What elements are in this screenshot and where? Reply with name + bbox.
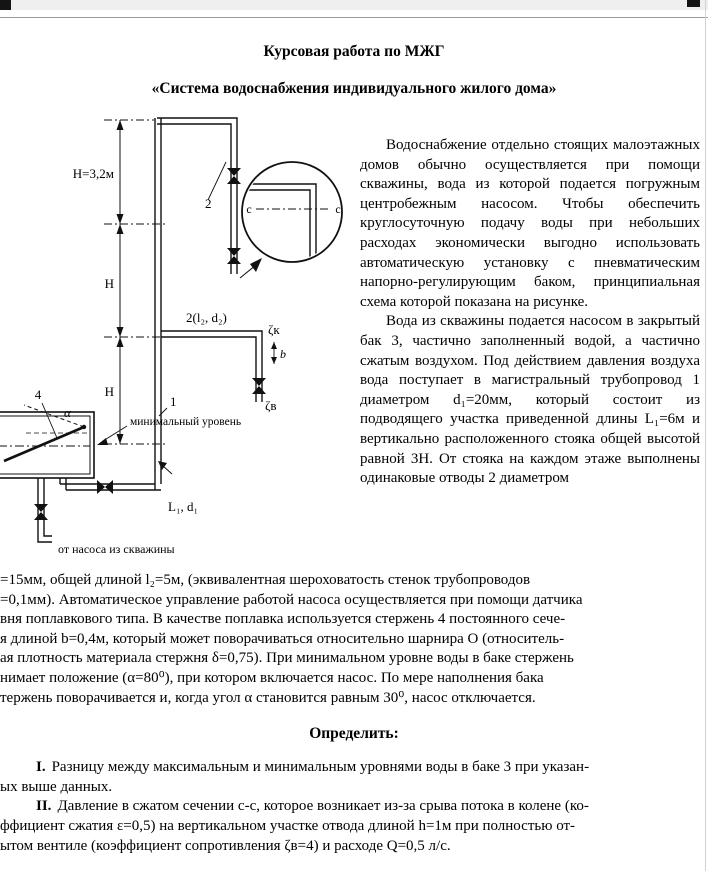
top-branch-pipe	[157, 117, 238, 274]
task-2-line-1: II. Давление в сжатом сечении с-с, которо…	[0, 797, 708, 817]
valve-icon	[227, 168, 241, 184]
label-floor-height-2: Н	[105, 384, 114, 399]
diagram-figure: Н=3,2м Н Н с с	[0, 112, 360, 569]
intro-text-column: Водоснабжение отдельно стоящих малоэтажн…	[360, 112, 708, 569]
body-line: вня поплавкового типа. В качестве поплав…	[0, 611, 566, 628]
label-min-level: минимальный уровень	[130, 416, 241, 428]
pressure-tank: 4 α	[0, 387, 95, 479]
valve-icon	[252, 378, 266, 394]
branch-labels: 2 2(l₂, d₂) ζк b ζв	[186, 161, 286, 413]
label-branch-number: 2	[205, 196, 212, 211]
label-alpha: α	[64, 405, 72, 420]
task-1-line-1: I. Разницу между максимальным и минимальн…	[0, 758, 708, 778]
water-supply-diagram: Н=3,2м Н Н с с	[0, 117, 343, 556]
pipework	[37, 117, 263, 543]
body-line: тержень поворачивается и, когда угол α с…	[0, 689, 536, 706]
task-1-text: Разницу между максимальным и минимальным…	[51, 759, 590, 776]
pivot-o	[81, 424, 87, 430]
bend-inset: с с	[239, 161, 343, 279]
label-height-total: Н=3,2м	[73, 166, 114, 181]
top-rule	[0, 17, 708, 18]
page-title: Курсовая работа по МЖГ	[263, 43, 445, 60]
float-rod	[3, 425, 85, 463]
body-line: =15мм, общей длиной l₂=5м, (эквивалентна…	[0, 572, 531, 588]
body-line: я длиной b=0,4м, который может поворачив…	[0, 630, 565, 647]
task-2-number: II.	[36, 798, 52, 815]
intro-paragraph-2: Вода из скважины подается насосом в закр…	[360, 313, 700, 487]
lower-labels: 1 минимальный уровень L₁, d₁ от насоса и…	[58, 394, 241, 556]
body-continued: =15мм, общей длиной l₂=5м, (эквивалентна…	[0, 571, 708, 708]
body-line: ая плотность материала стержня δ=0,75). …	[0, 650, 574, 667]
label-from-pump: от насоса из скважины	[58, 542, 175, 556]
task-2-line-2: ффициент сжатия ε=0,5) на вертикальном у…	[0, 817, 576, 834]
intro-paragraph-1: Водоснабжение отдельно стоящих малоэтажн…	[360, 137, 700, 310]
body-line: нимает положение (α=80⁰), при котором вк…	[0, 669, 544, 686]
label-pipe-number: 1	[170, 394, 177, 409]
scan-artifact-left	[0, 0, 11, 10]
task-2-text: Давление в сжатом сечении с-с, которое в…	[57, 798, 589, 815]
supply-pipe	[60, 483, 161, 491]
page-edge-shadow	[705, 0, 706, 871]
scan-artifact-right	[687, 0, 700, 7]
label-branch-spec: 2(l₂, d₂)	[186, 310, 227, 325]
body-line: =0,1мм). Автоматическое управление работ…	[0, 591, 583, 608]
label-section-c-right: с	[335, 202, 340, 216]
label-b-dim: b	[280, 347, 286, 361]
min-level-arrow-icon	[97, 438, 108, 445]
label-section-c-left: с	[246, 202, 251, 216]
pump-pipe	[37, 478, 52, 543]
task-1-line-2: ых выше данных.	[0, 778, 113, 795]
riser-pipe	[154, 118, 162, 490]
label-floor-height-1: Н	[105, 276, 114, 291]
valves	[34, 168, 266, 520]
label-l1-d1: L₁, d₁	[168, 499, 198, 514]
task-1-number: I.	[36, 759, 46, 776]
flow-arrow-icon	[158, 461, 167, 470]
page-subtitle: «Система водоснабжения индивидуального ж…	[151, 80, 557, 97]
valve-icon	[97, 480, 113, 494]
figure-and-text: Н=3,2м Н Н с с	[0, 112, 708, 569]
tasks-section: I. Разницу между максимальным и минимальн…	[0, 758, 708, 856]
height-dimension: Н=3,2м Н Н	[73, 119, 168, 445]
middle-branch-pipe	[161, 330, 263, 402]
magnifier-arrow-icon	[250, 258, 262, 272]
label-zeta-k: ζк	[268, 322, 280, 337]
tasks-heading: Определить:	[309, 725, 399, 743]
rod-alt-position	[23, 404, 85, 428]
task-2-line-3: ытом вентиле (коэффициент сопротивления …	[0, 837, 451, 854]
valve-icon	[34, 504, 48, 520]
label-zeta-v: ζв	[265, 398, 277, 413]
scan-top-edge	[0, 0, 708, 10]
tank-outlet-pipe	[59, 478, 67, 490]
label-rod-number: 4	[35, 387, 42, 402]
valve-icon	[227, 248, 241, 264]
